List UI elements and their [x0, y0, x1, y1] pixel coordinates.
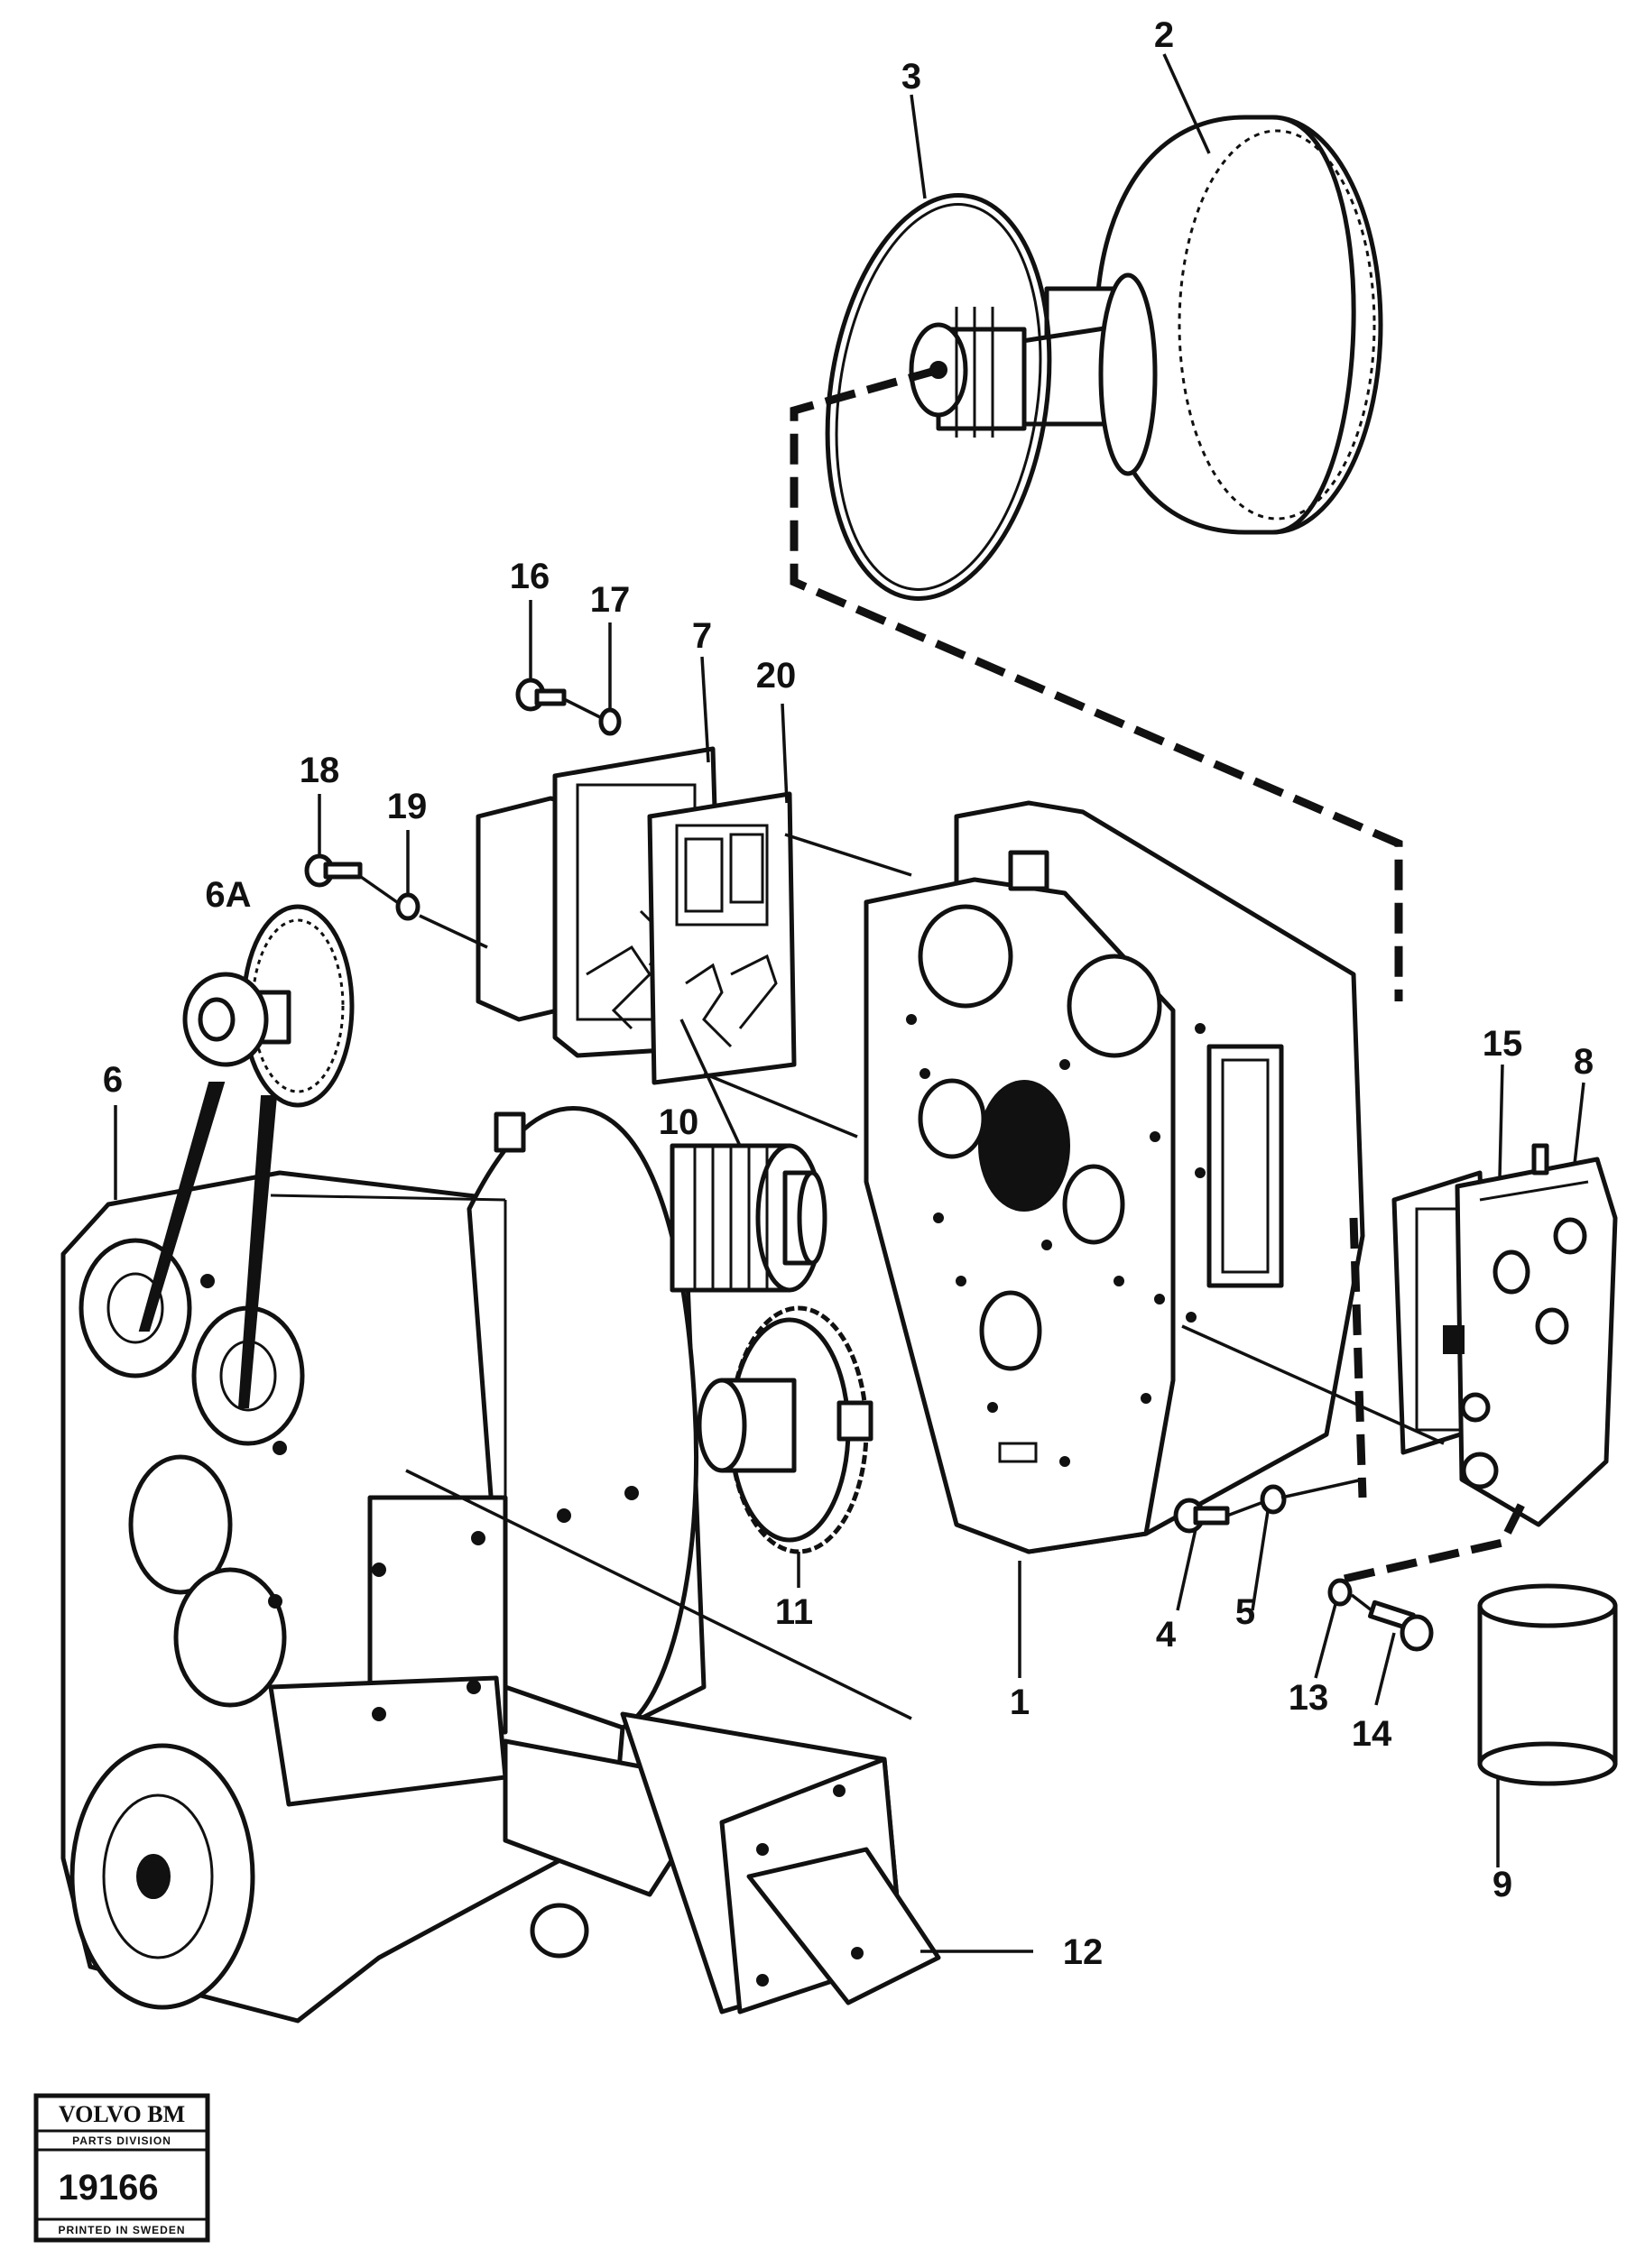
callout-6: 6 — [103, 1060, 123, 1100]
washer-13 — [1327, 1578, 1353, 1607]
clutch-drum — [670, 1143, 827, 1293]
callout-2: 2 — [1154, 15, 1174, 55]
o-ring — [825, 193, 1052, 601]
leader-wedge-6a-2 — [237, 1095, 278, 1408]
bracket-12 — [620, 1711, 941, 2014]
callout-15: 15 — [1483, 1024, 1523, 1064]
callout-11: 11 — [775, 1592, 813, 1632]
washer-17 — [598, 707, 622, 736]
callout-1: 1 — [1010, 1683, 1030, 1722]
callout-13: 13 — [1289, 1678, 1329, 1718]
control-valve — [1443, 1143, 1618, 1527]
callout-12: 12 — [1063, 1932, 1104, 1972]
callout-7: 7 — [692, 616, 712, 656]
housing-cover — [864, 800, 1365, 1554]
leader-lines — [114, 53, 1585, 1953]
callout-10: 10 — [659, 1102, 699, 1142]
stamp-division: PARTS DIVISION — [72, 2134, 171, 2147]
shaft-gear-6a — [182, 904, 355, 1108]
plug-14 — [1368, 1600, 1434, 1652]
callout-3: 3 — [901, 57, 921, 97]
washer-5 — [1260, 1484, 1287, 1515]
assembly-line-converter — [790, 365, 1403, 1001]
callout-5: 5 — [1235, 1592, 1255, 1632]
torque-converter — [909, 115, 1383, 535]
gearbox-housing — [60, 1106, 725, 2024]
gear-11 — [697, 1305, 873, 1554]
screw-16 — [515, 678, 567, 712]
callout-9: 9 — [1493, 1865, 1512, 1904]
gasket — [647, 791, 797, 1085]
callout-20: 20 — [756, 656, 797, 696]
plug-4 — [1173, 1498, 1230, 1534]
callout-19: 19 — [387, 787, 428, 826]
leader-wedge-6a — [138, 1082, 226, 1332]
callout-labels: 1 2 3 4 5 6 6A 7 8 9 10 11 12 13 14 15 1… — [103, 15, 1594, 1972]
callout-16: 16 — [510, 557, 550, 596]
callout-17: 17 — [590, 580, 631, 620]
assembly-line-filter — [1343, 1495, 1529, 1583]
washer-19 — [395, 892, 420, 921]
stamp-brand: VOLVO BM — [59, 2101, 185, 2127]
assembly-line-housing — [1349, 1217, 1367, 1498]
callout-14: 14 — [1352, 1714, 1392, 1754]
callout-4: 4 — [1156, 1615, 1177, 1655]
stamp-printed: PRINTED IN SWEDEN — [58, 2224, 185, 2236]
screw-18 — [304, 853, 363, 888]
callout-8: 8 — [1574, 1042, 1594, 1082]
volvo-bm-stamp: VOLVO BM PARTS DIVISION 19166 PRINTED IN… — [33, 2093, 210, 2243]
oil-filter — [1477, 1583, 1618, 1786]
callout-6a: 6A — [205, 875, 251, 915]
callout-18: 18 — [300, 751, 340, 790]
stamp-number: 19166 — [58, 2168, 158, 2208]
